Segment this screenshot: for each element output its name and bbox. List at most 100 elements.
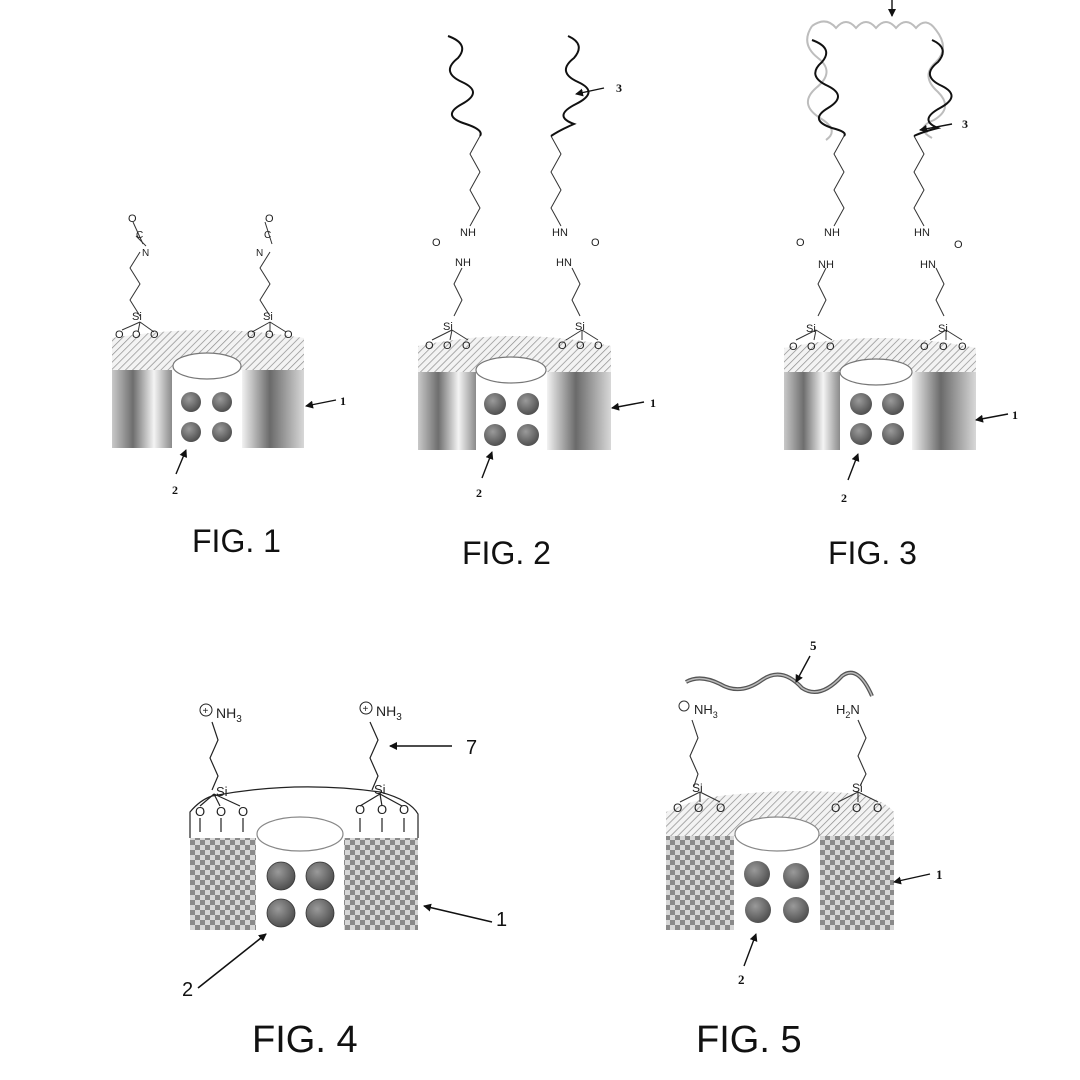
plus-sign: +: [203, 706, 209, 717]
oxygen-label: O: [954, 239, 963, 251]
bound-macromolecule: [686, 673, 872, 696]
arrow-porous: [612, 402, 644, 408]
carbon-label: C: [264, 230, 271, 241]
oxygen-label: O: [425, 340, 434, 352]
oxygen-label: O: [826, 341, 835, 353]
silicon-label: Si: [374, 782, 386, 797]
silicon-label: Si: [216, 784, 228, 799]
ref-label-chain: 7: [466, 737, 477, 759]
oxygen-label: O: [377, 802, 387, 817]
arrow-particle: [482, 452, 492, 478]
figure-caption: FIG. 3: [828, 535, 917, 571]
ammonium-label: NH3: [216, 705, 242, 725]
ammonium-nh: NH: [376, 703, 396, 719]
oxygen-label: O: [115, 329, 124, 341]
nh-label: NH: [460, 227, 476, 239]
figure-5: 5 NH3 Si O O O H2N Si O O O 1 2 FIG. 5: [666, 638, 943, 1061]
nitrogen-label: N: [142, 248, 149, 259]
porous-block: [112, 330, 304, 448]
arrow-porous: [424, 906, 492, 922]
ref-label-porous: 1: [340, 394, 346, 408]
ref-label-chain: 3: [962, 117, 968, 131]
polymer-chain: [448, 36, 481, 136]
figure-caption: FIG. 4: [252, 1019, 358, 1061]
hn-label: HN: [914, 227, 930, 239]
oxygen-label: O: [673, 801, 682, 815]
arrow-porous: [976, 414, 1008, 420]
porous-block: [190, 817, 418, 930]
ref-label-porous: 1: [1012, 408, 1018, 422]
arrow-particle: [848, 454, 858, 480]
figure-caption: FIG. 2: [462, 535, 551, 571]
charge-icon: [679, 701, 689, 711]
nh-label: NH: [824, 227, 840, 239]
plus-sign: +: [363, 704, 369, 715]
subscript-3: 3: [236, 714, 242, 725]
arrow-porous: [894, 874, 930, 882]
ref-label-chain: 5: [810, 638, 817, 653]
oxygen-label: O: [443, 340, 452, 352]
hn-label: HN: [552, 227, 568, 239]
oxygen-label: O: [265, 329, 274, 341]
ref-label-porous: 1: [936, 867, 943, 882]
oxygen-label: O: [920, 341, 929, 353]
ref-label-porous: 1: [496, 909, 507, 931]
arrow-particle: [198, 934, 266, 988]
subscript-3: 3: [396, 712, 402, 723]
oxygen-label: O: [591, 237, 600, 249]
figure-4: + NH3 Si O O O + NH3 Si O O O 7 1 2 FIG.…: [182, 702, 507, 1061]
oxygen-label: O: [128, 213, 137, 225]
figure-3: NH O NH Si O O O HN O HN Si O O O 3 1 2 …: [784, 0, 1018, 571]
arrow-chain: [796, 656, 810, 682]
figure-caption: FIG. 1: [192, 523, 281, 559]
figure-caption: FIG. 5: [696, 1019, 802, 1061]
ammonium-nh: NH: [216, 705, 236, 721]
porous-block: [784, 338, 976, 450]
carbon-label: C: [136, 230, 143, 241]
arrow-porous: [306, 400, 336, 406]
oxygen-label: O: [831, 801, 840, 815]
ref-label-particle: 2: [738, 972, 745, 987]
arrow-particle: [176, 450, 186, 474]
silicon-label: Si: [443, 321, 453, 333]
oxygen-label: O: [432, 237, 441, 249]
porous-block: [418, 336, 611, 450]
oxygen-label: O: [284, 329, 293, 341]
ammonium-label: NH3: [694, 702, 718, 720]
hn-label: HN: [920, 259, 936, 271]
arrow-chain: [576, 88, 604, 94]
amine-n: N: [850, 702, 859, 717]
ref-label-particle: 2: [172, 483, 178, 497]
ref-label-particle: 2: [841, 491, 847, 505]
ref-label-particle: 2: [182, 979, 193, 1001]
oxygen-label: O: [399, 802, 409, 817]
subscript-3: 3: [713, 710, 718, 720]
oxygen-label: O: [594, 340, 603, 352]
nh-label: NH: [455, 257, 471, 269]
silicon-label: Si: [806, 323, 816, 335]
hn-label: HN: [556, 257, 572, 269]
oxygen-label: O: [796, 237, 805, 249]
ref-label-particle: 2: [476, 486, 482, 500]
arrow-particle: [744, 934, 756, 966]
particles: [267, 862, 334, 927]
oxygen-label: O: [789, 341, 798, 353]
oxygen-label: O: [132, 329, 141, 341]
ammonium-nh: NH: [694, 702, 713, 717]
figure-2: NH O NH Si O O O HN O HN Si O O O 3 1 2 …: [418, 36, 656, 571]
silicon-label: Si: [575, 321, 585, 333]
nh-label: NH: [818, 259, 834, 271]
oxygen-label: O: [807, 341, 816, 353]
oxygen-label: O: [216, 804, 226, 819]
oxygen-label: O: [238, 804, 248, 819]
oxygen-label: O: [247, 329, 256, 341]
oxygen-label: O: [694, 801, 703, 815]
oxygen-label: O: [716, 801, 725, 815]
ref-label-porous: 1: [650, 396, 656, 410]
silicon-label: Si: [938, 323, 948, 335]
oxygen-label: O: [873, 801, 882, 815]
silicon-label: Si: [132, 311, 142, 323]
oxygen-label: O: [558, 340, 567, 352]
oxygen-label: O: [852, 801, 861, 815]
